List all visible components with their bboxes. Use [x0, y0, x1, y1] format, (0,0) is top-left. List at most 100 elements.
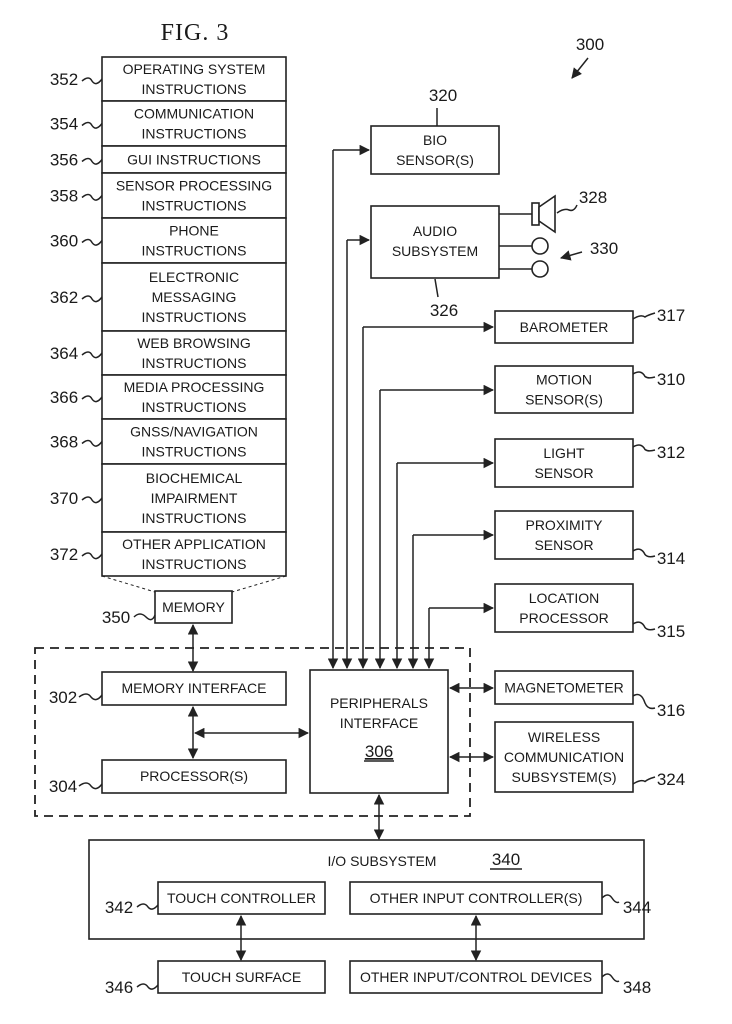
- memory-item-leader: [81, 439, 103, 447]
- motion-ref: 310: [657, 370, 685, 389]
- bio-sensor-ref: 320: [429, 86, 457, 105]
- touch-controller-label: TOUCH CONTROLLER: [167, 890, 316, 906]
- memory-item-label: BIOCHEMICAL: [146, 470, 243, 486]
- proximity-box: [494, 510, 634, 560]
- light-label: LIGHT: [543, 445, 585, 461]
- memory-item-leader: [81, 295, 103, 303]
- other-input-devices-leader: [601, 973, 620, 983]
- io-label: I/O SUBSYSTEM: [328, 853, 437, 869]
- figure-title: FIG. 3: [161, 20, 230, 46]
- location-box: [494, 583, 634, 633]
- memory-item-ref: 370: [50, 489, 78, 508]
- speaker-icon: [499, 194, 556, 234]
- processor-label: PROCESSOR(S): [140, 768, 248, 784]
- memory-item-leader: [81, 238, 103, 246]
- memory-item-label: MEDIA PROCESSING: [124, 379, 265, 395]
- proximity-label: PROXIMITY: [525, 517, 603, 533]
- touch-surface-leader: [136, 983, 159, 990]
- other-input-controller-label: OTHER INPUT CONTROLLER(S): [370, 890, 583, 906]
- memory-item-box: [101, 172, 287, 219]
- memory-item-label: MESSAGING: [152, 289, 237, 305]
- proximity-leader: [632, 548, 656, 558]
- microphone-icon: [499, 237, 549, 278]
- wireless-label: COMMUNICATION: [504, 749, 624, 765]
- barometer-ref: 317: [657, 306, 685, 325]
- memory-item-leader: [81, 77, 103, 85]
- peripheral-bus-lines: [327, 144, 495, 763]
- memory-interface-leader: [78, 693, 103, 701]
- magnetometer-label: MAGNETOMETER: [504, 680, 624, 696]
- other-input-controller-box: [349, 881, 603, 915]
- motion-leader: [632, 371, 656, 379]
- memory-label: MEMORY: [162, 599, 225, 615]
- location-leader: [632, 621, 656, 631]
- motion-box: [494, 365, 634, 414]
- memory-item-ref: 356: [50, 151, 78, 170]
- memory-item-ref: 360: [50, 232, 78, 251]
- location-label: LOCATION: [529, 590, 600, 606]
- microphone-ref-arrow: [559, 250, 583, 261]
- memory-item-label: INSTRUCTIONS: [142, 355, 247, 371]
- audio-ref: 326: [430, 301, 458, 320]
- wireless-label: WIRELESS: [528, 729, 600, 745]
- light-leader: [632, 444, 656, 452]
- audio-leader: [434, 278, 439, 298]
- figure-number-arrow: [571, 57, 589, 79]
- location-ref: 315: [657, 622, 685, 641]
- wireless-ref: 324: [657, 770, 685, 789]
- touch-surface-ref: 346: [105, 978, 133, 997]
- figure-number: 300: [576, 35, 604, 54]
- peripherals-label-line1: PERIPHERALS: [330, 695, 428, 711]
- memory-item-label: SENSOR PROCESSING: [116, 178, 272, 194]
- memory-item-leader: [81, 552, 103, 560]
- memory-item-ref: 368: [50, 433, 78, 452]
- memory-item-leader: [81, 496, 103, 504]
- memory-item-label: OTHER APPLICATION: [122, 536, 266, 552]
- bio-sensor-line1: BIO: [423, 132, 447, 148]
- memory-interface-box: [101, 671, 287, 706]
- memory-item-leader: [81, 395, 103, 403]
- memory-item-leader: [81, 157, 103, 165]
- sensor-column: BAROMETER317MOTIONSENSOR(S)310LIGHTSENSO…: [494, 306, 685, 793]
- memory-interface-label: MEMORY INTERFACE: [122, 680, 267, 696]
- memory-item-label: PHONE: [169, 223, 219, 239]
- motion-label: MOTION: [536, 372, 592, 388]
- memory-item-label: IMPAIRMENT: [151, 490, 238, 506]
- memory-item-label: WEB BROWSING: [137, 335, 251, 351]
- memory-item-label: INSTRUCTIONS: [142, 510, 247, 526]
- proximity-ref: 314: [657, 549, 685, 568]
- light-label: SENSOR: [534, 465, 593, 481]
- memory-item-ref: 354: [50, 115, 78, 134]
- memory-item-ref: 372: [50, 545, 78, 564]
- magnetometer-box: [494, 670, 634, 705]
- memory-item-label: GUI INSTRUCTIONS: [127, 152, 261, 168]
- processor-ref: 304: [49, 777, 77, 796]
- memory-item-ref: 364: [50, 344, 78, 363]
- memory-item-label: INSTRUCTIONS: [142, 444, 247, 460]
- memory-item-ref: 352: [50, 70, 78, 89]
- magnetometer-leader: [632, 693, 656, 710]
- peripherals-label-line2: INTERFACE: [340, 715, 419, 731]
- memory-item-label: COMMUNICATION: [134, 106, 254, 122]
- memory-item-box: [101, 531, 287, 577]
- magnetometer-ref: 316: [657, 701, 685, 720]
- memory-item-leader: [81, 351, 103, 359]
- touch-surface-box: [157, 960, 326, 994]
- proximity-label: SENSOR: [534, 537, 593, 553]
- memory-item-label: INSTRUCTIONS: [142, 198, 247, 214]
- memory-item-label: INSTRUCTIONS: [142, 556, 247, 572]
- touch-controller-ref: 342: [105, 898, 133, 917]
- processor-leader: [78, 782, 103, 790]
- wireless-leader: [632, 776, 656, 785]
- memory-item-label: OPERATING SYSTEM: [123, 61, 266, 77]
- touch-controller-box: [157, 881, 326, 915]
- speaker-leader: [556, 204, 578, 214]
- audio-line1: AUDIO: [413, 223, 457, 239]
- audio-line2: SUBSYSTEM: [392, 243, 478, 259]
- peripherals-interface-box: [309, 669, 449, 794]
- memory-item-label: ELECTRONIC: [149, 269, 239, 285]
- memory-item-ref: 358: [50, 187, 78, 206]
- processor-box: [101, 759, 287, 794]
- memory-item-leader: [81, 121, 103, 129]
